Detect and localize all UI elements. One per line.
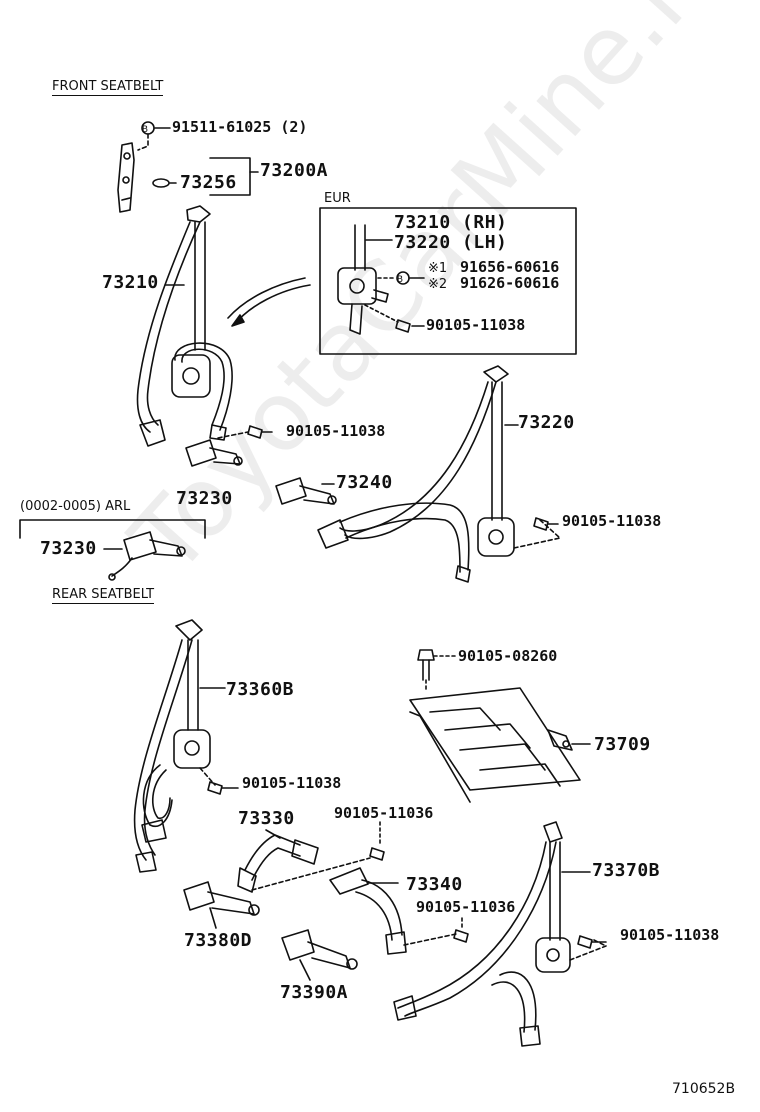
label-right-90105-11038[interactable]: 90105-11038 bbox=[562, 512, 662, 530]
bolt-b-front: B bbox=[142, 125, 148, 135]
label-73256[interactable]: 73256 bbox=[180, 172, 237, 193]
bolt-symbol-eur bbox=[396, 271, 410, 285]
label-eur-73210-rh[interactable]: 73210 (RH) bbox=[394, 212, 508, 233]
buckle-73230-arl bbox=[108, 531, 186, 581]
section-arl: (0002-0005) ARL bbox=[20, 499, 131, 514]
washer-73256 bbox=[152, 178, 170, 188]
label-front-90105-11038[interactable]: 90105-11038 bbox=[286, 422, 386, 440]
label-73200a[interactable]: 73200A bbox=[260, 160, 329, 181]
buckle-73240 bbox=[275, 477, 337, 505]
label-91626-60616[interactable]: 91626-60616 bbox=[460, 274, 560, 292]
anchor-bracket-73200a bbox=[117, 142, 135, 213]
bolt-front-73220 bbox=[533, 517, 559, 531]
label-eur-73220-lh[interactable]: 73220 (LH) bbox=[394, 232, 508, 253]
label-90105-11036-top[interactable]: 90105-11036 bbox=[334, 804, 434, 822]
section-front-seatbelt: FRONT SEATBELT bbox=[52, 79, 164, 96]
bolt-b-eur: B bbox=[397, 275, 403, 285]
arl-bracket bbox=[19, 519, 206, 539]
anchor-73709 bbox=[547, 729, 573, 751]
bolt-90105-11036-mid bbox=[453, 929, 469, 943]
note-2: ※2 bbox=[428, 277, 448, 292]
bolt-rear-73370b bbox=[577, 935, 607, 949]
bolt-90105-11036-top bbox=[369, 847, 385, 861]
label-arl-73230[interactable]: 73230 bbox=[40, 538, 97, 559]
label-90105-08260[interactable]: 90105-08260 bbox=[458, 647, 558, 665]
belt-73340 bbox=[329, 867, 407, 955]
bolt-rear-73360b bbox=[207, 781, 239, 795]
bolt-front-73210 bbox=[247, 425, 273, 439]
buckle-73230-front bbox=[185, 439, 243, 467]
section-eur: EUR bbox=[324, 191, 351, 206]
buckle-73390a bbox=[281, 929, 358, 970]
eur-retractor bbox=[337, 224, 389, 335]
buckle-73380d bbox=[183, 881, 260, 916]
front-seatbelt-73210 bbox=[136, 205, 233, 447]
label-73380d[interactable]: 73380D bbox=[184, 930, 253, 951]
label-73360b[interactable]: 73360B bbox=[226, 679, 295, 700]
belt-73330 bbox=[237, 834, 319, 893]
label-73390a[interactable]: 73390A bbox=[280, 982, 349, 1003]
rear-seatbelt-73360b bbox=[133, 619, 211, 873]
bolt-90105-08260 bbox=[417, 649, 435, 681]
label-91656-60616[interactable]: 91656-60616 bbox=[460, 258, 560, 276]
rear-seatbelt-73370b bbox=[393, 821, 571, 1047]
label-73370b[interactable]: 73370B bbox=[592, 860, 661, 881]
floor-plate bbox=[409, 687, 581, 803]
note-1: ※1 bbox=[428, 261, 448, 276]
label-73220[interactable]: 73220 bbox=[518, 412, 575, 433]
label-73330[interactable]: 73330 bbox=[238, 808, 295, 829]
eur-box bbox=[319, 207, 577, 355]
label-73230[interactable]: 73230 bbox=[176, 488, 233, 509]
label-91511-61025[interactable]: 91511-61025 (2) bbox=[172, 118, 308, 136]
section-rear-seatbelt: REAR SEATBELT bbox=[52, 587, 155, 604]
label-rear-left-90105-11038[interactable]: 90105-11038 bbox=[242, 774, 342, 792]
label-73709[interactable]: 73709 bbox=[594, 734, 651, 755]
label-73240[interactable]: 73240 bbox=[336, 472, 393, 493]
label-73340[interactable]: 73340 bbox=[406, 874, 463, 895]
diagram-code: 710652B bbox=[672, 1081, 736, 1097]
label-eur-90105-11038[interactable]: 90105-11038 bbox=[426, 316, 526, 334]
label-90105-11036-mid[interactable]: 90105-11036 bbox=[416, 898, 516, 916]
label-rear-right-90105-11038[interactable]: 90105-11038 bbox=[620, 926, 720, 944]
front-seatbelt-73220 bbox=[317, 365, 515, 583]
label-73210[interactable]: 73210 bbox=[102, 272, 159, 293]
